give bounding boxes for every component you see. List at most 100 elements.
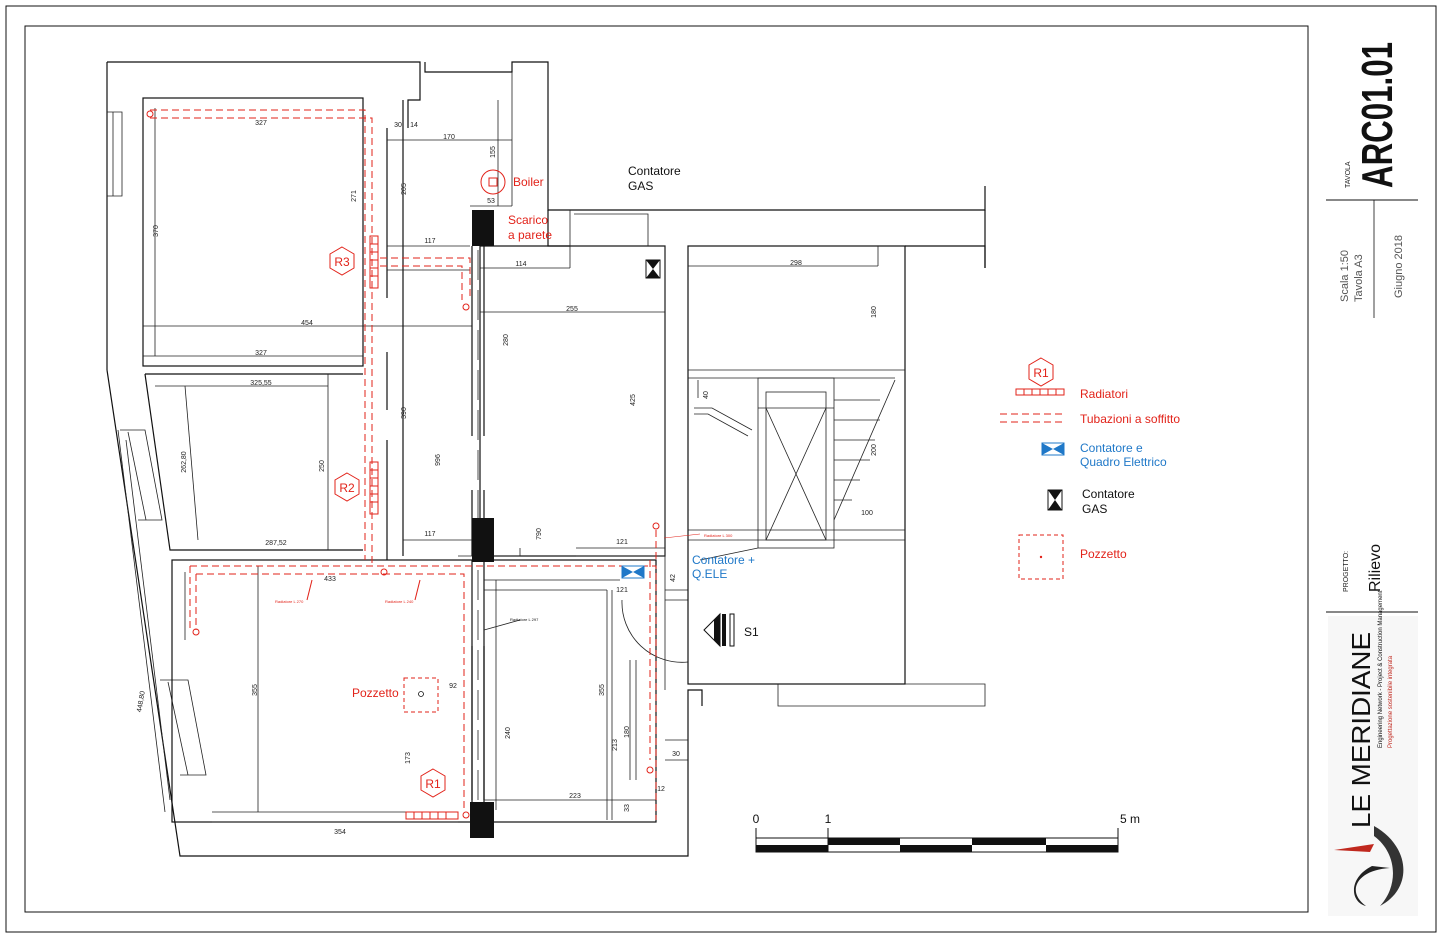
stair-s1-symbol	[703, 612, 735, 648]
company-name: LE MERIDIANE	[1346, 632, 1376, 828]
svg-text:355: 355	[252, 684, 259, 696]
svg-text:Radiatore L 270: Radiatore L 270	[275, 599, 304, 604]
progetto-label: PROGETTO:	[1343, 551, 1350, 592]
svg-text:Radiatore L 297: Radiatore L 297	[510, 617, 539, 622]
svg-text:Radiatore L 300: Radiatore L 300	[704, 533, 733, 538]
svg-text:454: 454	[301, 320, 313, 327]
plan-contatore-ele-2: Q.ELE	[692, 567, 727, 581]
sheet-size-text: Tavola A3	[1353, 254, 1365, 302]
legend-radiator-tag: R1	[1033, 366, 1049, 380]
legend-pozzetto: Pozzetto	[1080, 547, 1127, 561]
plan-contatore-gas-1: Contatore	[628, 164, 681, 178]
scarico-label-1: Scarico	[508, 213, 548, 227]
stair-label: S1	[744, 625, 759, 639]
company-tagline-1: Engineering Network - Project & Construc…	[1378, 590, 1384, 748]
legend-contatore-gas-2: GAS	[1082, 502, 1107, 516]
progetto-name: Rilievo	[1367, 544, 1384, 592]
svg-text:240: 240	[505, 727, 512, 739]
svg-text:30: 30	[672, 751, 680, 758]
svg-text:354: 354	[334, 829, 346, 836]
dimension-labels: 327 30 14 170 155 53 205 271 370 117 114…	[136, 120, 878, 836]
svg-text:355: 355	[599, 684, 606, 696]
svg-text:213: 213	[612, 739, 619, 751]
svg-text:117: 117	[424, 238, 435, 245]
tavola-label: TAVOLA	[1345, 161, 1352, 188]
svg-text:223: 223	[569, 793, 581, 800]
radiator-r2-symbol	[369, 461, 379, 515]
svg-text:30: 30	[394, 122, 402, 129]
radiator-r1-symbol	[405, 811, 459, 820]
svg-text:42: 42	[670, 574, 677, 582]
svg-text:114: 114	[515, 261, 526, 268]
drawing-frame	[24, 25, 1309, 913]
gas-meter-symbol	[645, 259, 661, 279]
building-outline	[106, 61, 986, 857]
boiler-label: Boiler	[513, 175, 544, 189]
legend-contatore-ele-1: Contatore e	[1080, 441, 1143, 455]
svg-text:327: 327	[255, 350, 267, 357]
svg-text:14: 14	[410, 122, 418, 129]
svg-text:180: 180	[624, 726, 631, 738]
svg-text:180: 180	[871, 306, 878, 318]
ceiling-pipes	[146, 109, 660, 820]
scarico-label-2: a parete	[508, 228, 552, 242]
tag-r3: R3	[334, 255, 350, 269]
svg-text:121: 121	[616, 539, 628, 546]
scale-five: 5 m	[1120, 812, 1140, 826]
legend-contatore-ele-2: Quadro Elettrico	[1080, 455, 1167, 469]
tag-r1: R1	[425, 777, 441, 791]
legend-contatore-gas-1: Contatore	[1082, 487, 1135, 501]
svg-text:433: 433	[324, 576, 336, 583]
svg-text:280: 280	[503, 334, 510, 346]
scale-text: Scala 1:50	[1339, 250, 1351, 302]
svg-text:390: 390	[401, 407, 408, 419]
svg-text:298: 298	[790, 260, 802, 267]
svg-text:117: 117	[424, 531, 435, 538]
svg-text:170: 170	[443, 134, 455, 141]
svg-text:121: 121	[616, 587, 628, 594]
scale-zero: 0	[753, 812, 760, 826]
electric-meter-symbol	[621, 565, 645, 579]
title-block: TAVOLA ARC01.01 Scala 1:50 Tavola A3 Giu…	[1326, 42, 1418, 916]
scale-one: 1	[825, 812, 832, 826]
date-text: Giugno 2018	[1393, 235, 1405, 298]
tag-r2: R2	[339, 481, 355, 495]
svg-text:92: 92	[449, 683, 457, 690]
radiator-tags: R3 R2 R1	[329, 246, 446, 798]
pozzetto-label: Pozzetto	[352, 686, 399, 700]
plan-contatore-ele-1: Contatore +	[692, 553, 755, 567]
svg-text:448,80: 448,80	[136, 690, 147, 712]
company-tagline-2: Progettazione sostenibile integrata	[1388, 655, 1394, 748]
boiler-symbol	[480, 169, 506, 195]
svg-text:Radiatore L 240: Radiatore L 240	[385, 599, 414, 604]
drawing-code: ARC01.01	[1353, 42, 1402, 188]
svg-text:12: 12	[657, 786, 665, 793]
company-logo: LE MERIDIANE Engineering Network - Proje…	[1328, 590, 1418, 916]
svg-text:200: 200	[871, 444, 878, 456]
legend-radiatori: Radiatori	[1080, 387, 1128, 401]
svg-text:33: 33	[624, 804, 631, 812]
svg-text:53: 53	[487, 198, 495, 205]
svg-text:40: 40	[703, 391, 710, 399]
radiators	[369, 235, 459, 820]
radiator-r3-symbol	[369, 235, 379, 289]
svg-text:425: 425	[630, 394, 637, 406]
svg-text:325,55: 325,55	[250, 380, 272, 387]
plan-contatore-gas-2: GAS	[628, 179, 653, 193]
svg-text:100: 100	[861, 510, 873, 517]
radiator-notes: Radiatore L 270 Radiatore L 240 Radiator…	[275, 533, 733, 622]
svg-text:255: 255	[566, 306, 578, 313]
pozzetto-symbol	[403, 677, 439, 713]
svg-text:327: 327	[255, 120, 267, 127]
legend-tubazioni: Tubazioni a soffitto	[1080, 412, 1180, 426]
svg-text:250: 250	[319, 460, 326, 472]
structural-pillars	[470, 210, 494, 838]
interior-walls	[142, 72, 986, 823]
svg-text:155: 155	[490, 146, 497, 158]
svg-text:173: 173	[405, 752, 412, 764]
svg-text:262,80: 262,80	[181, 451, 188, 473]
outer-frame	[5, 5, 1437, 933]
svg-text:287,52: 287,52	[265, 540, 287, 547]
legend: R1 Radiatori Tubazioni a soffitto Contat…	[1000, 357, 1180, 580]
scale-bar: 0 1 5 m	[753, 812, 1140, 853]
